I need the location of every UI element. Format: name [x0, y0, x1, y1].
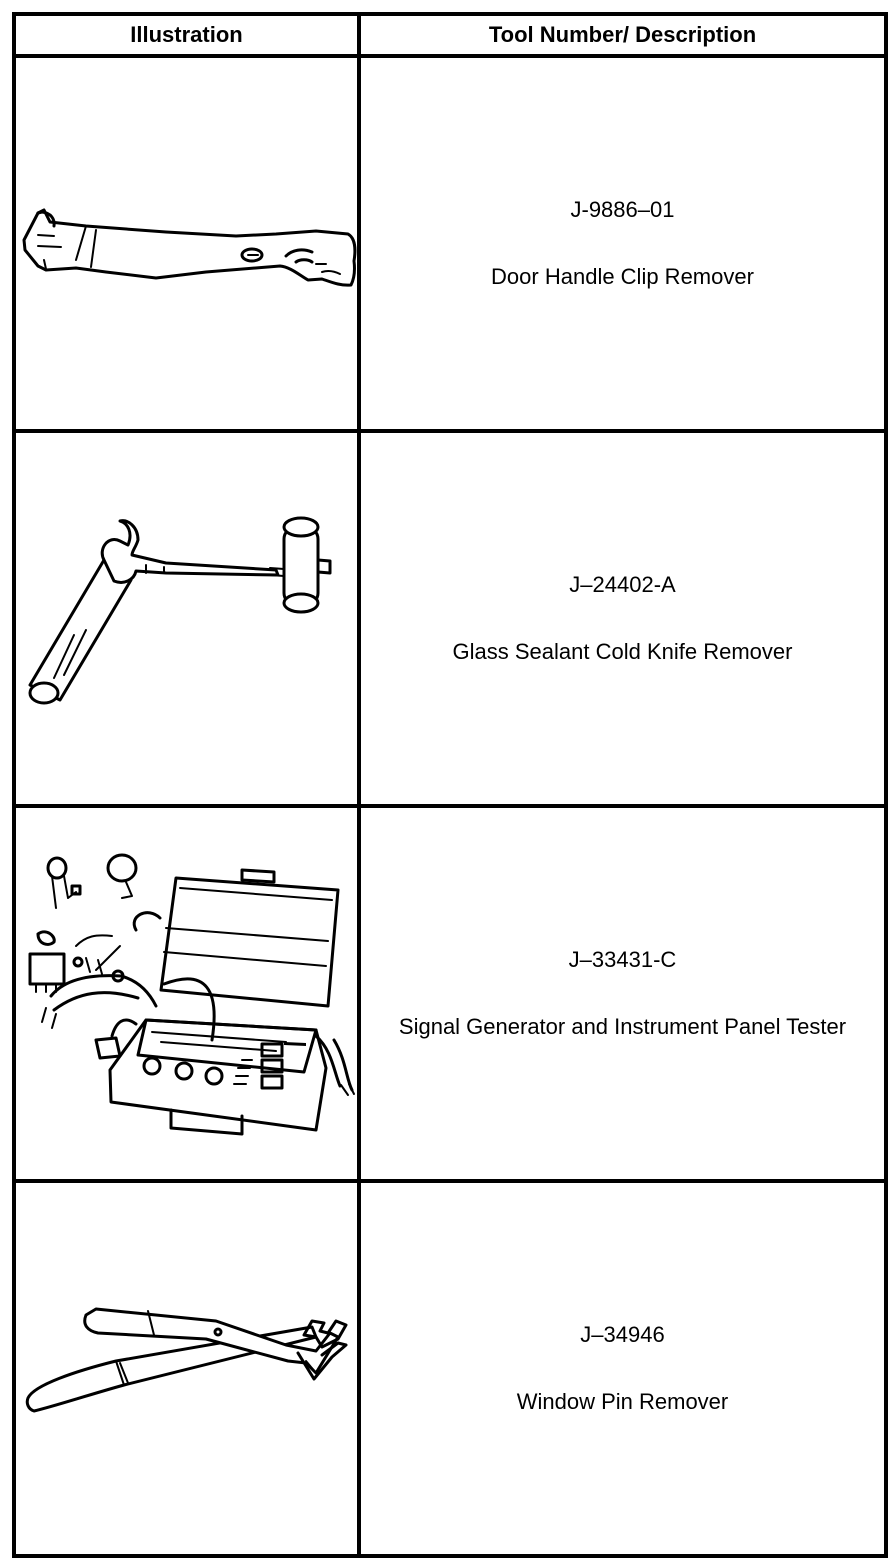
table-row: J-9886–01 Door Handle Clip Remover	[12, 54, 888, 433]
illustration-cell	[12, 804, 361, 1183]
tool-header: Tool Number/ Description	[357, 12, 888, 58]
tool-cell: J-9886–01 Door Handle Clip Remover	[357, 54, 888, 433]
tool-number: J–33431-C	[568, 947, 677, 972]
tool-number: J–24402-A	[569, 572, 676, 597]
tool-number: J–34946	[580, 1322, 665, 1347]
tool-table: Illustration Tool Number/ Description J-…	[12, 12, 888, 1558]
door-handle-clip-remover-icon	[22, 208, 355, 287]
illustration-cell	[12, 1179, 361, 1558]
illustration-cell	[12, 429, 361, 808]
tool-description: Door Handle Clip Remover	[491, 264, 754, 289]
table-header: Illustration Tool Number/ Description	[12, 12, 888, 58]
header-row: Illustration Tool Number/ Description	[12, 12, 888, 58]
tool-cell: J–34946 Window Pin Remover	[357, 1179, 888, 1558]
tool-cell: J–33431-C Signal Generator and Instrumen…	[357, 804, 888, 1183]
table-row: J–24402-A Glass Sealant Cold Knife Remov…	[12, 429, 888, 808]
tool-description: Glass Sealant Cold Knife Remover	[452, 639, 793, 664]
table-row: J–33431-C Signal Generator and Instrumen…	[12, 804, 888, 1183]
table-row: J–34946 Window Pin Remover	[12, 1179, 888, 1558]
tool-description: Signal Generator and Instrument Panel Te…	[398, 1014, 847, 1039]
window-pin-remover-icon	[25, 1307, 348, 1413]
signal-generator-case-icon	[28, 853, 355, 1136]
tool-cell: J–24402-A Glass Sealant Cold Knife Remov…	[357, 429, 888, 808]
tool-description: Window Pin Remover	[516, 1389, 729, 1414]
illustration-cell	[12, 54, 361, 433]
cold-knife-remover-icon	[28, 516, 332, 705]
tool-number: J-9886–01	[570, 197, 675, 222]
illustration-header: Illustration	[12, 12, 361, 58]
